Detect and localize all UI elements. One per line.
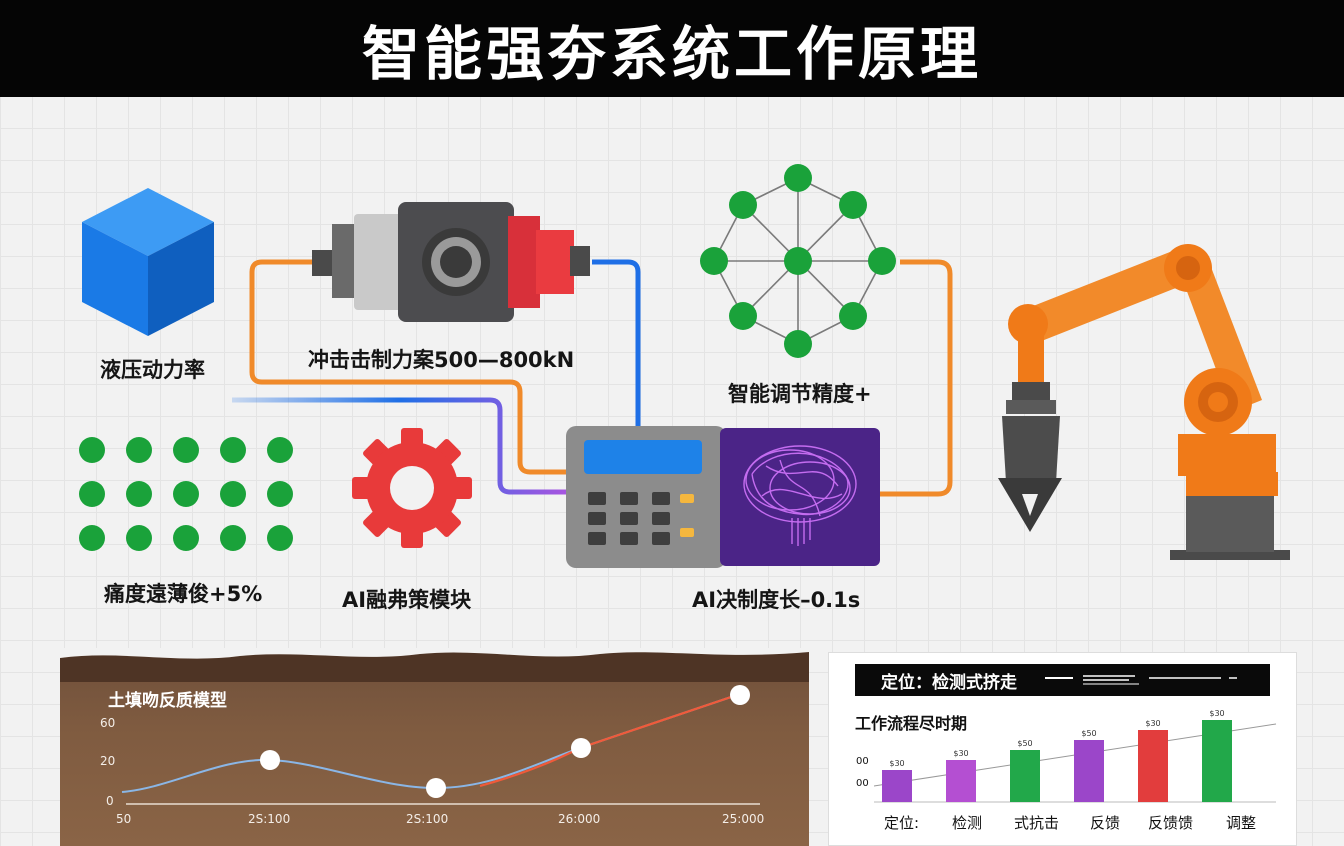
workflow-header: 定位：检测式挤走 [855,664,1270,696]
workflow-bar [1138,730,1168,802]
label-dots-stat: 痛度遠薄俊+5% [104,582,263,606]
network-icon [700,164,896,358]
soil-x-tick: 2S:100 [406,812,449,826]
soil-y-tick: 60 [100,716,116,730]
workflow-bar-label: $30 [953,749,968,758]
workflow-category: 定位: [884,814,920,832]
robot-arm-icon [998,244,1290,560]
soil-y-tick: 0 [106,794,114,808]
soil-curve [121,685,760,805]
workflow-category: 检测 [952,814,983,832]
soil-model-panel: 土填吻反质模型 60 20 0 50 2S:100 2S:100 26:000 … [60,648,809,846]
label-ai-response: AI决制度长–0.1s [692,588,861,612]
workflow-bar [946,760,976,802]
workflow-category: 式抗击 [1014,814,1060,832]
workflow-y-tick: 00 [856,756,869,767]
impact-motor-icon [312,202,590,322]
label-hydraulic: 液压动力率 [100,358,205,382]
workflow-bar-label: $30 [1209,709,1224,718]
workflow-bar-label: $50 [1081,729,1096,738]
soil-x-tick: 2S:100 [248,812,291,826]
soil-y-tick: 20 [100,754,116,768]
dot-grid-icon [79,437,293,551]
title-bar: 智能强夯系统工作原理 [0,0,1344,97]
header-lines-decoration [1045,675,1237,685]
label-precision: 智能调节精度+ [728,382,872,406]
workflow-category: 调整 [1226,814,1257,832]
soil-surface [60,648,809,682]
gear-icon [352,428,472,548]
workflow-y-tick: 00 [856,778,869,789]
workflow-category: 反馈 [1090,814,1121,832]
workflow-bar [1010,750,1040,802]
workflow-header-text: 定位：检测式挤走 [881,672,1017,693]
page-title: 智能强夯系统工作原理 [361,19,982,88]
soil-x-tick: 50 [116,812,132,826]
workflow-bar-label: $30 [889,759,904,768]
label-impact: 冲击击制力案500—800kN [308,348,575,372]
controller-device-icon [566,426,880,568]
workflow-subtitle: 工作流程尽时期 [855,714,968,733]
workflow-bar [1202,720,1232,802]
workflow-bar [882,770,912,802]
workflow-bar-label: $30 [1145,719,1160,728]
soil-x-tick: 26:000 [558,812,601,826]
hydraulic-cube-icon [82,188,214,336]
workflow-bar-label: $50 [1017,739,1032,748]
workflow-bar-chart: $30 $30 $50 $50 $30 $30 [873,709,1277,803]
soil-x-tick: 25:000 [722,812,765,826]
soil-title: 土填吻反质模型 [108,691,227,711]
workflow-category: 反馈馈 [1148,814,1194,832]
workflow-bar [1074,740,1104,802]
label-ai-module: AI融弗策模块 [342,588,472,612]
